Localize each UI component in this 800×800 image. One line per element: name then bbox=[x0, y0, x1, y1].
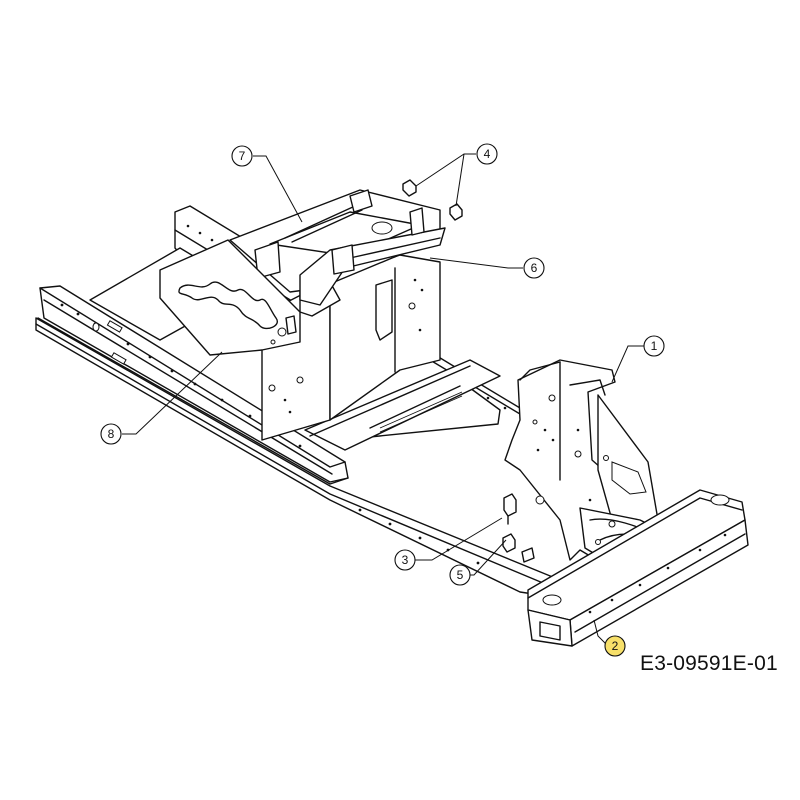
callout-2-label: 2 bbox=[612, 639, 619, 653]
callout-4: 4 bbox=[476, 143, 498, 165]
callout-3: 3 bbox=[394, 549, 416, 571]
callout-6-label: 6 bbox=[531, 261, 538, 275]
callout-2: 2 bbox=[604, 635, 626, 657]
callout-6: 6 bbox=[523, 257, 545, 279]
callout-8-label: 8 bbox=[108, 427, 115, 441]
callout-1: 1 bbox=[643, 335, 665, 357]
callout-1-label: 1 bbox=[651, 339, 658, 353]
callout-7: 7 bbox=[231, 145, 253, 167]
callout-5-label: 5 bbox=[457, 568, 464, 582]
callout-5: 5 bbox=[449, 564, 471, 586]
hardware-bolts bbox=[402, 179, 535, 563]
drawing-reference-code: E3-09591E-01 bbox=[640, 652, 778, 675]
callout-7-label: 7 bbox=[239, 149, 246, 163]
foot-plate bbox=[159, 239, 301, 356]
callout-4-label: 4 bbox=[484, 147, 491, 161]
callout-8: 8 bbox=[100, 423, 122, 445]
front-axle-beam bbox=[527, 489, 749, 647]
callout-3-label: 3 bbox=[402, 553, 409, 567]
seat-support-tower bbox=[229, 189, 446, 441]
leader-lines bbox=[122, 153, 644, 647]
